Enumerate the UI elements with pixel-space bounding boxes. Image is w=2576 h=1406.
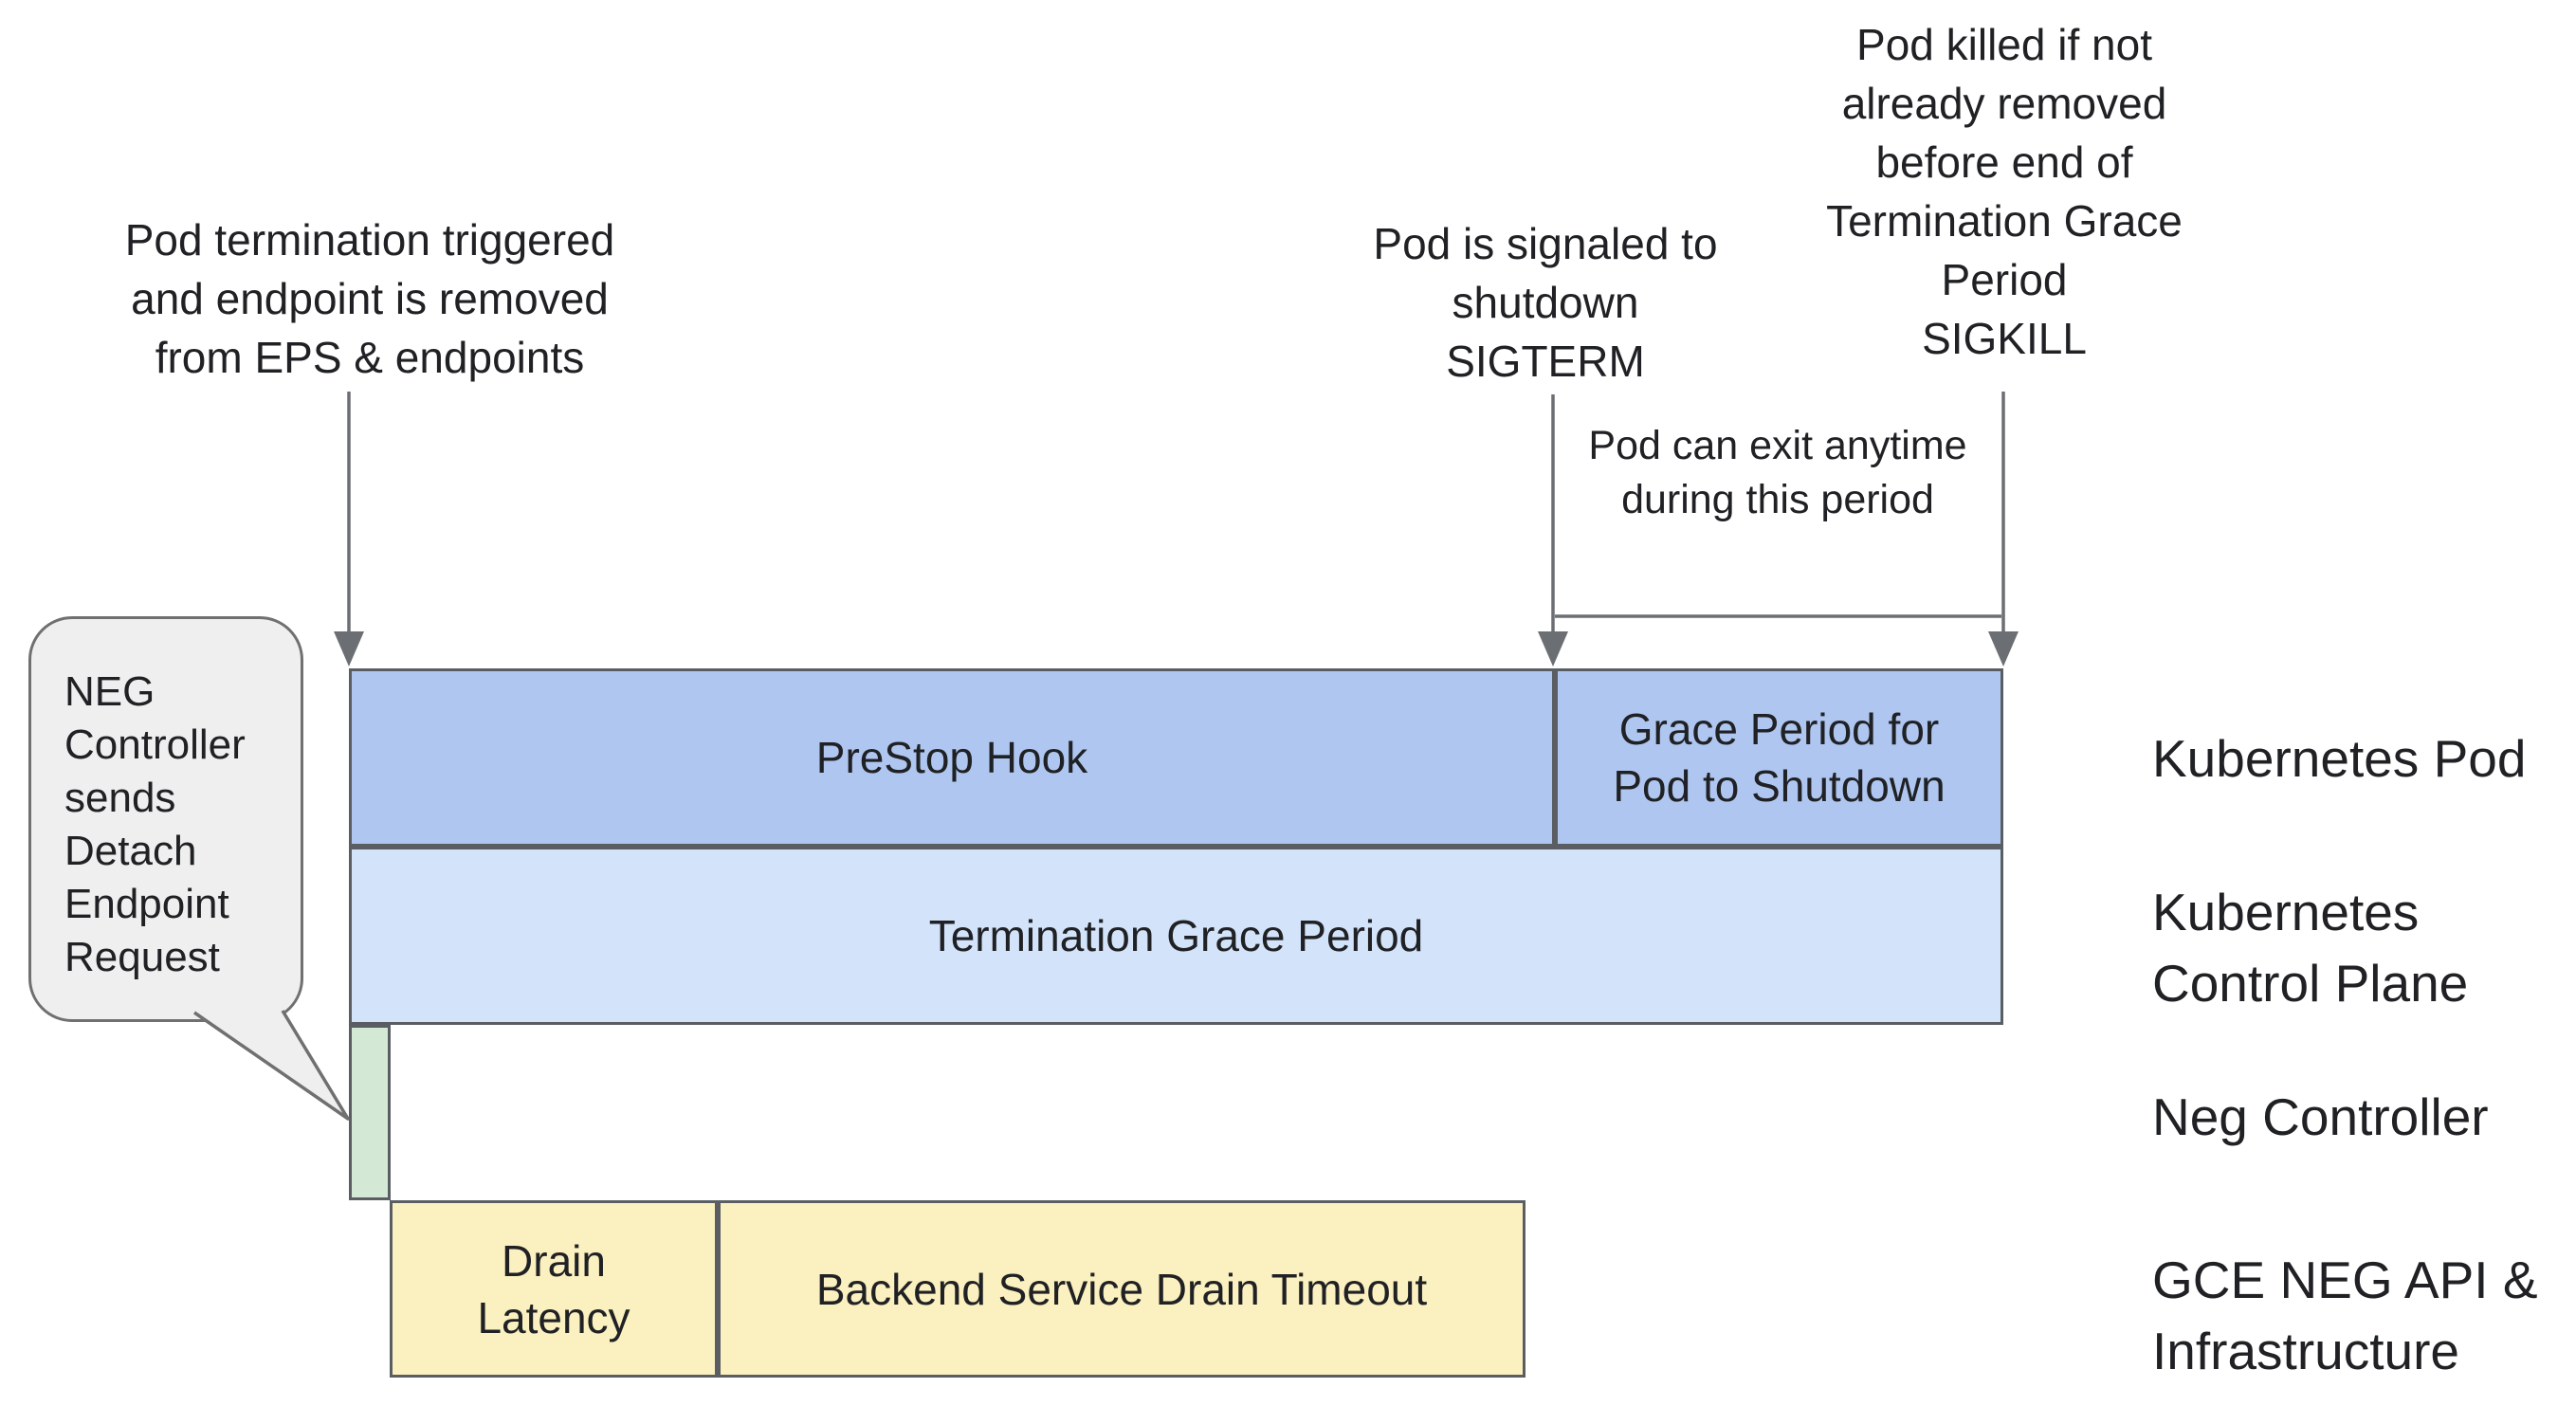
bar-neg-controller-detach [349,1025,391,1200]
speech-bubble [28,616,303,1022]
bar-drain-latency: Drain Latency [390,1200,718,1378]
speech-bubble-text: NEG Controller sends Detach Endpoint Req… [64,668,246,980]
annotation-pod-termination: Pod termination triggered and endpoint i… [124,215,615,382]
bar-termination-grace-period: Termination Grace Period [349,847,2003,1025]
annotation-sigkill: Pod killed if not already removed before… [1826,20,2183,363]
annotation-sigterm: Pod is signaled to shutdown SIGTERM [1373,219,1718,386]
lane-label-kubernetes-control-plane: Kubernetes Control Plane [2152,883,2469,1013]
down-arrowhead-icon [1988,631,2019,666]
lane-label-kubernetes-pod: Kubernetes Pod [2152,729,2527,788]
bar-backend-service-drain-timeout: Backend Service Drain Timeout [718,1200,1526,1378]
lane-label-neg-controller: Neg Controller [2152,1087,2489,1146]
lane-label-gce-neg-api: GCE NEG API & Infrastructure [2152,1251,2538,1380]
bar-grace-period-pod-shutdown: Grace Period for Pod to Shutdown [1555,668,2003,847]
bar-prestop-hook: PreStop Hook [349,668,1555,847]
annotation-pod-exit: Pod can exit anytime during this period [1588,423,1967,522]
down-arrowhead-icon [334,631,364,666]
down-arrowhead-icon [1538,631,1568,666]
